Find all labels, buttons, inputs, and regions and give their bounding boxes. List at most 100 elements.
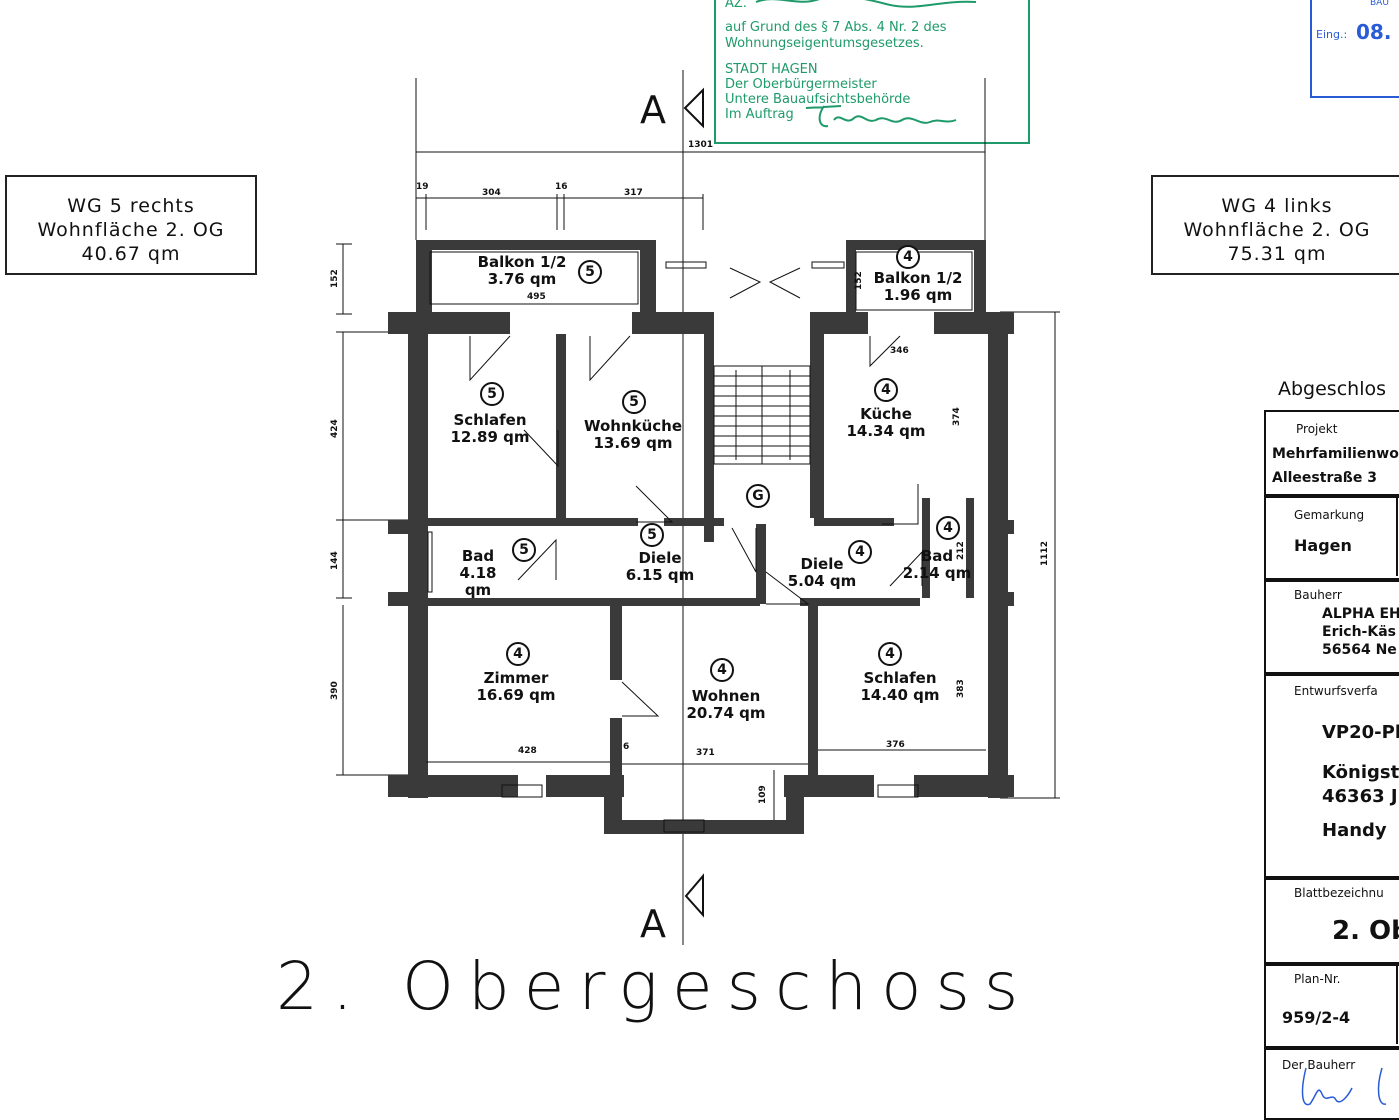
receipt-top: BAU: [1370, 0, 1389, 8]
tb-gemarkung-label: Gemarkung: [1294, 508, 1365, 522]
tb-blatt-value: 2. Ob: [1332, 916, 1399, 946]
room-area: 12.89 qm: [450, 428, 530, 446]
approval-stamp: AZ. auf Grund des § 7 Abs. 4 Nr. 2 des W…: [714, 0, 1030, 144]
room-name: Balkon 1/2: [873, 269, 963, 287]
room-bad-5: Bad 4.18 qm: [448, 548, 508, 599]
room-area: 5.04 qm: [787, 572, 857, 590]
dim-304: 304: [482, 188, 501, 198]
dim-total: 1301: [688, 140, 714, 150]
tb-entwurf-4: Handy: [1322, 820, 1387, 841]
room-area: 20.74 qm: [686, 704, 766, 722]
room-balkon-5: Balkon 1/2 3.76 qm: [470, 254, 574, 288]
dim-376: 376: [886, 740, 905, 750]
wg-right-line2: Wohnfläche 2. OG: [1183, 219, 1371, 241]
unit-badge: 4: [896, 245, 920, 269]
stamp-signature: [755, 0, 977, 128]
wg-right-line1: WG 4 links: [1221, 195, 1333, 217]
tb-divider: [1396, 496, 1398, 576]
unit-badge: 4: [506, 642, 530, 666]
dim-152: 152: [330, 269, 340, 288]
stamp-az: AZ.: [725, 0, 747, 11]
room-name: Wohnküche: [583, 417, 683, 435]
dim-19: 19: [416, 182, 429, 192]
tb-bauherr-3: 56564 Ne: [1322, 642, 1397, 658]
tb-entwurf-3: 46363 J: [1322, 786, 1398, 807]
room-name: Bad: [461, 547, 495, 565]
room-schlafen-4: Schlafen 14.40 qm: [852, 670, 948, 704]
unit-badge: 4: [848, 540, 872, 564]
room-name: Küche: [860, 405, 912, 423]
room-area: 3.76 qm: [487, 270, 557, 288]
dim-16: 16: [555, 182, 568, 192]
wg-left-line3: 40.67 qm: [81, 243, 181, 265]
dim-6: 6: [623, 742, 630, 752]
tb-divider: [1396, 964, 1398, 1044]
floor-title: 2. Obergeschoss: [276, 948, 1033, 1025]
receipt-date: 08.: [1356, 20, 1392, 44]
tb-projekt-label: Projekt: [1296, 422, 1338, 436]
tb-gemarkung-value: Hagen: [1294, 536, 1352, 555]
tb-blatt: Blattbezeichnu 2. Ob: [1264, 876, 1399, 966]
dim-428: 428: [518, 746, 537, 756]
dim-371: 371: [696, 748, 715, 758]
tb-sign-label: Der Bauherr: [1282, 1058, 1356, 1072]
wg-left-box: WG 5 rechts Wohnfläche 2. OG 40.67 qm: [5, 175, 257, 275]
dim-144: 144: [330, 551, 340, 570]
tb-bauherr-label: Bauherr: [1294, 588, 1342, 602]
receipt-eing: Eing.:: [1316, 28, 1348, 41]
tb-bauherr-1: ALPHA EH: [1322, 606, 1399, 622]
unit-badge: 5: [640, 523, 664, 547]
unit-badge: 5: [512, 538, 536, 562]
dim-390: 390: [330, 681, 340, 700]
tb-projekt-2: Alleestraße 3: [1272, 470, 1377, 486]
unit-badge: 4: [874, 378, 898, 402]
room-area: 1.96 qm: [883, 286, 953, 304]
unit-badge: 5: [578, 260, 602, 284]
tb-bauherr: Bauherr ALPHA EH Erich-Käs 56564 Ne: [1264, 578, 1399, 676]
unit-badge: 5: [480, 382, 504, 406]
section-mark-bottom: A: [640, 902, 666, 946]
room-area: 4.18 qm: [459, 564, 497, 599]
room-kueche-4: Küche 14.34 qm: [844, 406, 928, 440]
tb-projekt: Projekt Mehrfamilienwo Alleestraße 3: [1264, 410, 1399, 498]
dim-1112: 1112: [1040, 540, 1050, 566]
tb-plan: Plan-Nr. 959/2-4: [1264, 962, 1399, 1050]
stamp-line1: auf Grund des § 7 Abs. 4 Nr. 2 des: [725, 20, 947, 35]
room-wohnkueche-5: Wohnküche 13.69 qm: [580, 418, 686, 452]
room-diele-4: Diele 5.04 qm: [782, 556, 862, 590]
room-balkon-4: Balkon 1/2 1.96 qm: [866, 270, 970, 304]
dim-374: 374: [952, 407, 962, 426]
room-area: 16.69 qm: [476, 686, 556, 704]
tb-blatt-label: Blattbezeichnu: [1294, 886, 1384, 900]
tb-projekt-1: Mehrfamilienwo: [1272, 446, 1399, 462]
wg-left-line2: Wohnfläche 2. OG: [37, 219, 225, 241]
dim-495: 495: [527, 292, 546, 302]
room-wohnen-4: Wohnen 20.74 qm: [680, 688, 772, 722]
stamp-line2: Wohnungseigentumsgesetzes.: [725, 36, 924, 51]
dim-424: 424: [330, 419, 340, 438]
tb-gemarkung: Gemarkung Hagen: [1264, 494, 1399, 582]
section-mark-top: A: [640, 88, 666, 132]
receipt-stamp: BAU Eing.: 08.: [1310, 0, 1399, 98]
tb-sign: Der Bauherr: [1264, 1046, 1399, 1120]
tb-bauherr-2: Erich-Käs: [1322, 624, 1396, 640]
unit-badge: 5: [622, 390, 646, 414]
room-area: 14.40 qm: [860, 686, 940, 704]
signature-scribble: [1301, 1067, 1387, 1106]
stamp-role3: Im Auftrag: [725, 107, 794, 122]
tb-entwurf-1: VP20-Pl: [1322, 722, 1399, 743]
room-bad-4: Bad 2.14 qm: [902, 548, 972, 582]
dim-317: 317: [624, 188, 643, 198]
tb-plan-value: 959/2-4: [1282, 1008, 1351, 1027]
dim-109: 109: [758, 785, 768, 804]
tb-entwurf: Entwurfsverfa VP20-Pl Königstr 46363 J H…: [1264, 672, 1399, 880]
dim-152b: 152: [854, 271, 864, 290]
room-name: Diele: [638, 549, 682, 567]
room-name: Schlafen: [863, 669, 937, 687]
room-area: 2.14 qm: [902, 564, 972, 582]
room-name: Schlafen: [453, 411, 527, 429]
stamp-org: STADT HAGEN: [725, 62, 818, 77]
tb-entwurf-2: Königstr: [1322, 762, 1399, 783]
room-area: 6.15 qm: [625, 566, 695, 584]
